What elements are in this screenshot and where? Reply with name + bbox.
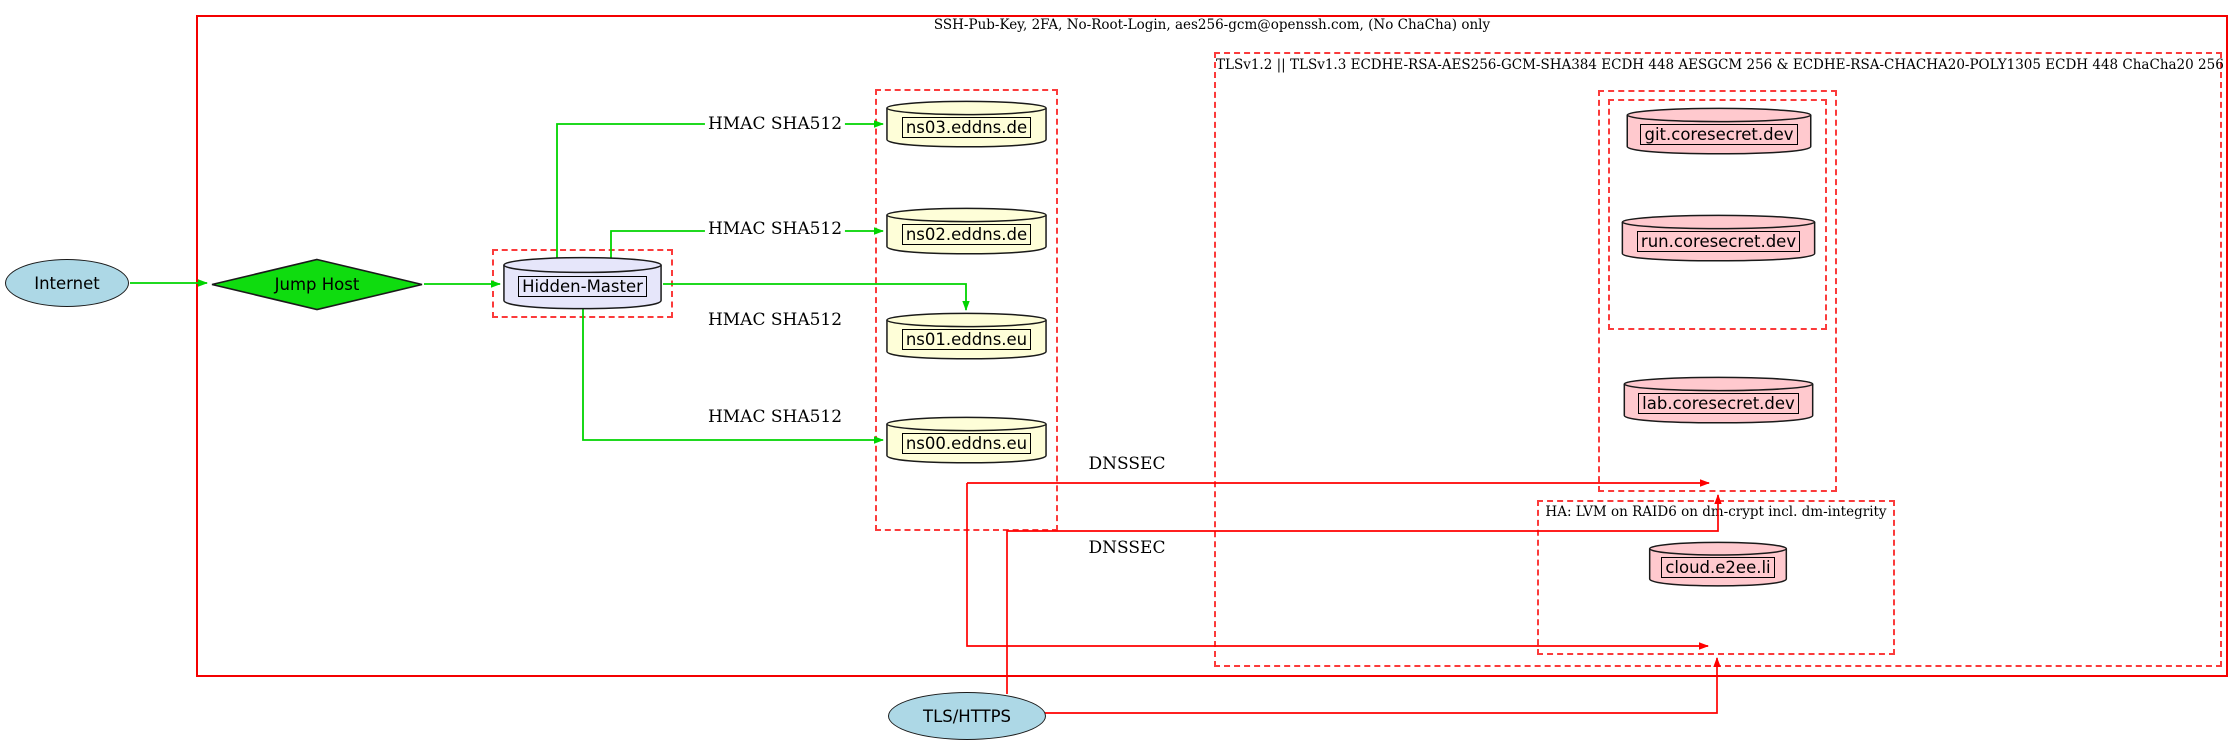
node-cloud-e2ee: cloud.e2ee.li <box>1648 541 1788 587</box>
node-ns03: ns03.eddns.de <box>885 100 1048 148</box>
node-tls-https-label: TLS/HTTPS <box>922 706 1011 726</box>
edge-label-hmac-ns01: HMAC SHA512 <box>704 310 846 330</box>
node-tls-https: TLS/HTTPS <box>888 692 1046 740</box>
cluster-coresecret-outer-box <box>1598 90 1837 492</box>
node-hidden-master: Hidden-Master <box>502 256 663 310</box>
node-ns02-label: ns02.eddns.de <box>901 224 1032 245</box>
node-hidden-master-label: Hidden-Master <box>518 276 647 297</box>
diamond-shape <box>211 258 423 311</box>
edge-label-dnssec-top: DNSSEC <box>1085 454 1169 474</box>
cluster-ssh-label: SSH-Pub-Key, 2FA, No-Root-Login, aes256-… <box>933 17 1491 33</box>
cluster-nameservers-box <box>875 89 1058 531</box>
node-git-coresecret: git.coresecret.dev <box>1625 107 1813 155</box>
node-ns01-label: ns01.eddns.eu <box>901 329 1032 350</box>
edge-label-hmac-ns03: HMAC SHA512 <box>704 114 846 134</box>
node-run-label: run.coresecret.dev <box>1636 231 1801 252</box>
cluster-tls-label: TLSv1.2 || TLSv1.3 ECDHE-RSA-AES256-GCM-… <box>1216 57 2224 73</box>
node-git-label: git.coresecret.dev <box>1640 124 1798 145</box>
node-ns00: ns00.eddns.eu <box>885 416 1048 464</box>
node-internet-label: Internet <box>34 273 100 293</box>
edge-label-dnssec-bottom: DNSSEC <box>1085 538 1169 558</box>
node-cloud-label: cloud.e2ee.li <box>1661 557 1775 578</box>
cluster-coresecret-inner-box <box>1608 99 1827 330</box>
cluster-ha-label: HA: LVM on RAID6 on dm-crypt incl. dm-in… <box>1545 504 1887 520</box>
cylinder-shape <box>502 256 663 310</box>
node-ns00-label: ns00.eddns.eu <box>901 433 1032 454</box>
node-jump-host-label: Jump Host <box>274 275 360 294</box>
node-ns03-label: ns03.eddns.de <box>901 117 1032 138</box>
edge-label-hmac-ns00: HMAC SHA512 <box>704 407 846 427</box>
node-lab-label: lab.coresecret.dev <box>1638 393 1799 414</box>
node-run-coresecret: run.coresecret.dev <box>1620 214 1817 262</box>
edge-label-hmac-ns02: HMAC SHA512 <box>704 219 846 239</box>
node-ns02: ns02.eddns.de <box>885 207 1048 255</box>
node-ns01: ns01.eddns.eu <box>885 312 1048 360</box>
node-internet: Internet <box>5 259 129 307</box>
node-lab-coresecret: lab.coresecret.dev <box>1622 376 1815 424</box>
node-jump-host: Jump Host <box>210 258 424 311</box>
